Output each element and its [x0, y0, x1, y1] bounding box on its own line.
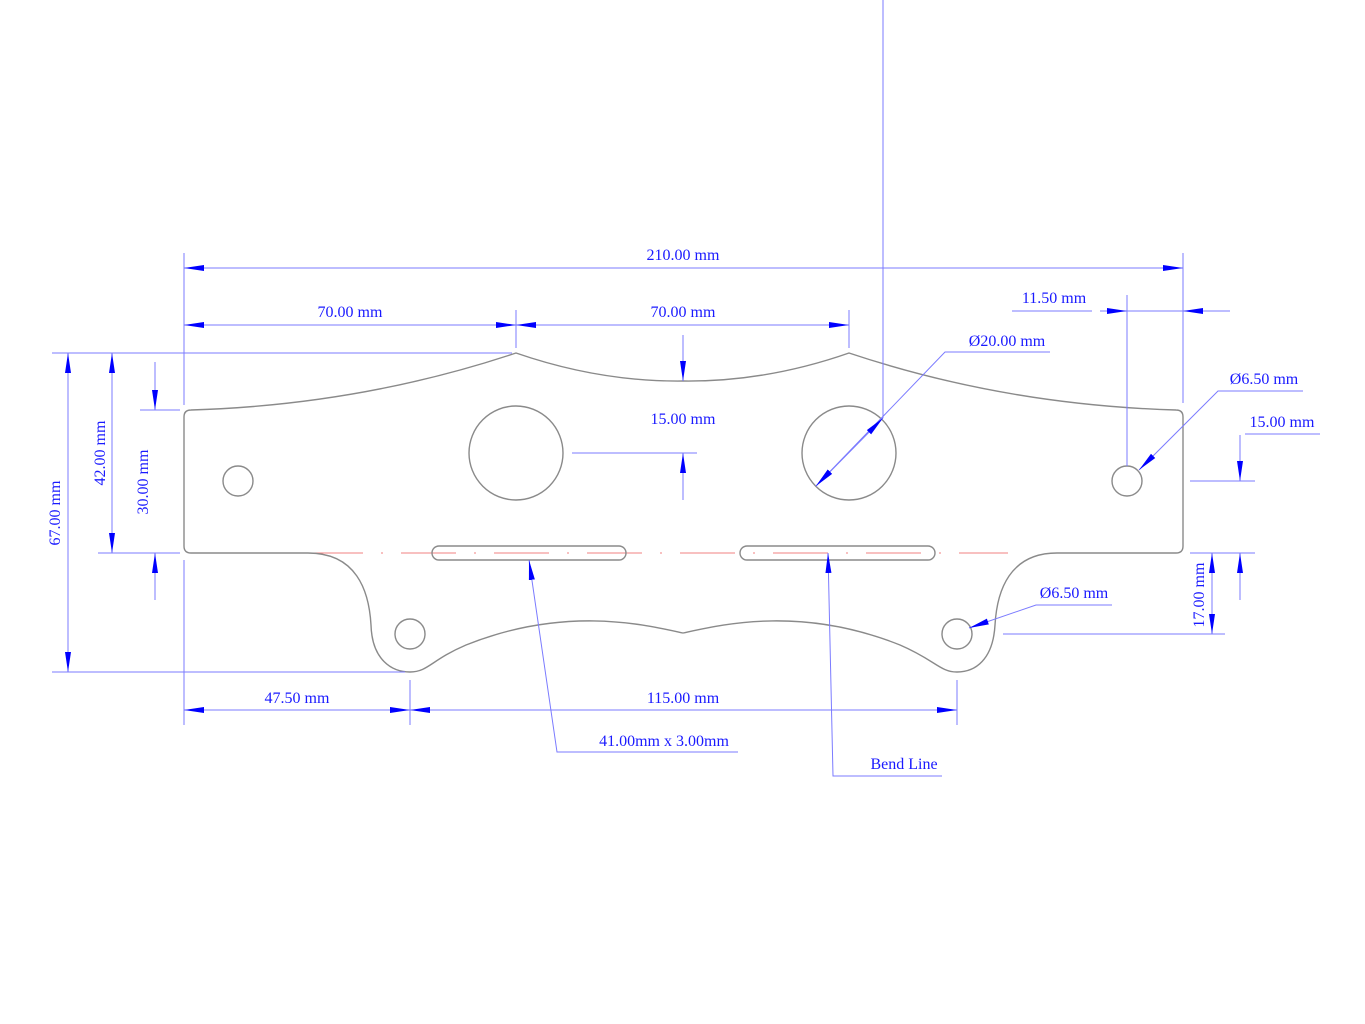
- extension-lines: [52, 253, 1255, 725]
- small-hole-dia-top-label: Ø6.50 mm: [1230, 371, 1299, 388]
- tab-hole-spacing-label: 115.00 mm: [647, 690, 720, 707]
- peak-to-peak-label: 70.00 mm: [651, 304, 716, 321]
- right-hole-height-label: 15.00 mm: [1250, 414, 1315, 431]
- arc-depth-label: 15.00 mm: [651, 411, 716, 428]
- mounting-hole-right: [1111, 465, 1143, 497]
- dimension-lines: [65, 0, 1320, 777]
- overall-height-label: 67.00 mm: [47, 480, 64, 545]
- large-hole-dia-label: Ø20.00 mm: [969, 333, 1046, 350]
- tab-hole-right: [941, 618, 973, 650]
- peak-height-label: 42.00 mm: [92, 420, 109, 485]
- part-outline: [183, 352, 1184, 673]
- bend-line-label: Bend Line: [870, 756, 937, 773]
- slot-right: [739, 545, 936, 561]
- tab-hole-left: [394, 618, 426, 650]
- slot-size-label: 41.00mm x 3.00mm: [599, 733, 729, 750]
- mounting-hole-left: [222, 465, 254, 497]
- overall-width-label: 210.00 mm: [647, 247, 720, 264]
- tab-hole-height-label: 17.00 mm: [1191, 562, 1208, 627]
- large-hole-left: [468, 405, 564, 501]
- plate-height-label: 30.00 mm: [135, 449, 152, 514]
- left-to-tab-hole-label: 47.50 mm: [265, 690, 330, 707]
- left-to-peak-label: 70.00 mm: [318, 304, 383, 321]
- small-hole-dia-bottom-label: Ø6.50 mm: [1040, 585, 1109, 602]
- large-hole-right: [801, 405, 897, 501]
- hole-edge-offset-label: 11.50 mm: [1022, 290, 1087, 307]
